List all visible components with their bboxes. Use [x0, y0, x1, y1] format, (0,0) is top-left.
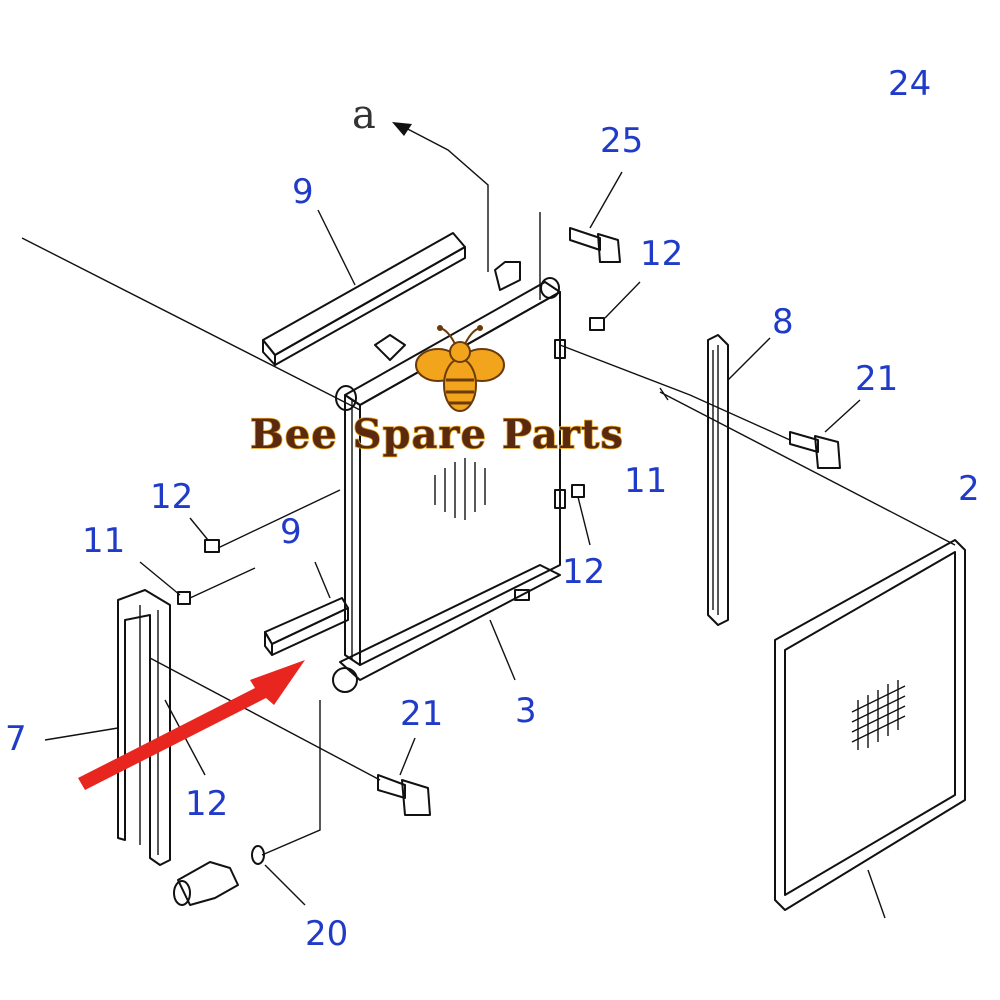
leader-25: [589, 171, 623, 229]
callout-2: 2: [958, 469, 980, 509]
clip-11-left: [177, 591, 191, 605]
leader-11-left: [139, 561, 181, 596]
connection-lines: [559, 344, 791, 441]
callout-3: 3: [515, 691, 537, 731]
leader-3: [489, 619, 516, 681]
callout-12-a: 12: [640, 234, 683, 274]
side-seal-left: [117, 589, 171, 866]
radiator-core: [332, 277, 566, 693]
callout-9-top: 9: [292, 172, 314, 212]
leader-screen: [867, 869, 886, 919]
frame-edge-line: [21, 237, 361, 411]
clip-12-right-top: [589, 317, 605, 331]
clip-11-right: [659, 387, 669, 401]
rubber-strip-top: [262, 232, 466, 366]
callout-24: 24: [888, 64, 931, 104]
bolt-25: [569, 227, 621, 263]
callout-25: 25: [600, 121, 643, 161]
callout-21-b: 21: [400, 694, 443, 734]
watermark-text: Bee Spare Parts: [250, 411, 624, 458]
callout-21-a: 21: [855, 359, 898, 399]
leader-8: [727, 337, 771, 381]
link-line-left-2: [189, 567, 256, 599]
leader-12-left: [189, 517, 209, 541]
leader-7: [44, 727, 119, 741]
bee-logo: [415, 325, 505, 412]
callout-20: 20: [305, 914, 348, 954]
leader-12-right-mid: [577, 496, 591, 546]
leader-20: [264, 864, 306, 906]
link-line-left: [217, 489, 341, 549]
leader-21-right: [824, 399, 861, 433]
callout-12-b: 12: [150, 477, 193, 517]
clip-12-right-mid: [571, 484, 585, 498]
callout-11-a: 11: [624, 461, 667, 501]
side-seal-right: [707, 334, 729, 626]
drain-plug: [173, 845, 265, 906]
top-brackets: [374, 261, 521, 361]
arrow-label-a: a: [352, 92, 376, 138]
leader-9-top: [317, 209, 356, 286]
bolt-21-lower: [377, 774, 431, 816]
screen-panel: [774, 539, 966, 911]
leader-21-lower: [399, 737, 416, 776]
watermark: Bee Spare Parts: [249, 325, 624, 459]
link-line-plug: [261, 700, 321, 856]
clip-12-left: [204, 539, 220, 553]
callout-12-d: 12: [185, 784, 228, 824]
highlight-arrow: [78, 660, 305, 790]
direction-arrow-a: a: [352, 92, 489, 272]
callout-8: 8: [772, 302, 794, 342]
callout-7: 7: [5, 719, 27, 759]
rubber-strip-mid: [264, 597, 349, 656]
leader-12-right-top: [604, 281, 641, 319]
link-line-bolt: [149, 657, 381, 781]
connection-lines-2: [659, 391, 956, 546]
callout-12-c: 12: [562, 552, 605, 592]
leader-9-mid: [314, 561, 331, 599]
callout-9-mid: 9: [280, 512, 302, 552]
callout-11-b: 11: [82, 521, 125, 561]
